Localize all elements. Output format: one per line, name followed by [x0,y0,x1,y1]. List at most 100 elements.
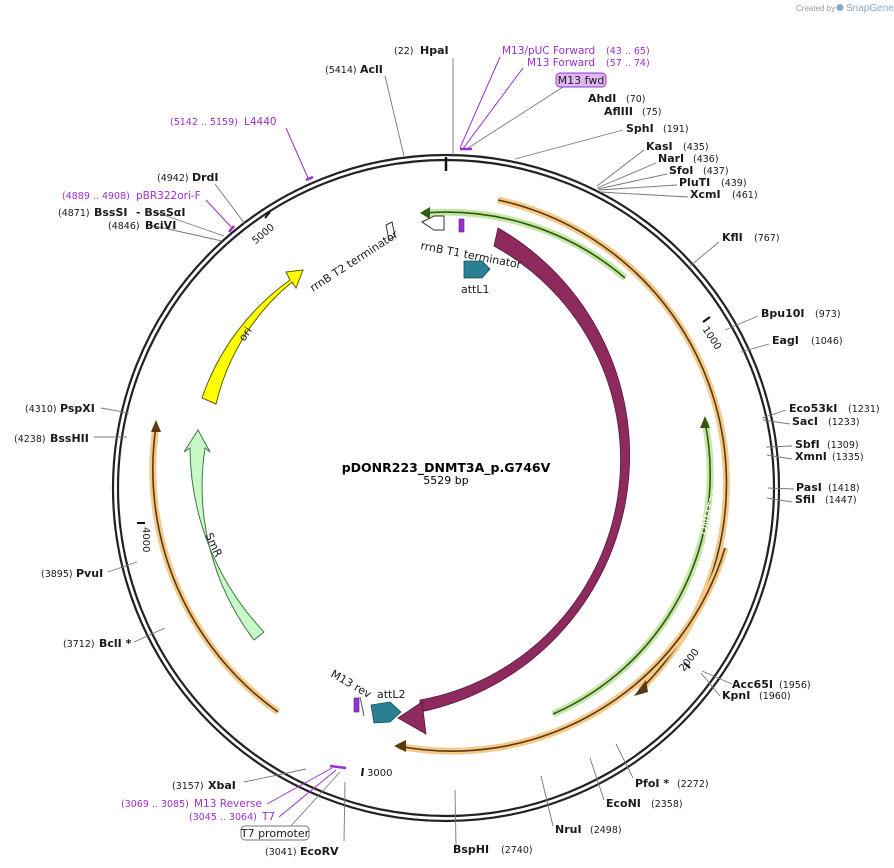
orf-left-arrowhead [151,420,161,432]
drdi-pos: (4942) [157,173,189,184]
rrnb-t2-label: rrnB T2 terminator [308,228,401,295]
rrnb-t2-feature[interactable] [385,221,396,241]
bsssai-site[interactable]: - BssSαI [136,206,185,219]
orf-outer-arrowhead [634,680,648,696]
nari-site[interactable]: NarI [658,152,684,165]
xbai-site[interactable]: XbaI [208,779,236,792]
drdi-site[interactable]: DrdI [192,171,219,184]
bcli-site[interactable]: BclI * [99,637,132,650]
econi-pos: (2358) [651,799,683,810]
xmni-pos: (1335) [832,452,864,463]
primer-marks [228,147,472,770]
t7-primer[interactable]: T7 [261,811,275,823]
sfoi-pos: (437) [703,166,729,177]
sfii-site[interactable]: SfiI [795,493,815,506]
m13rev-primer[interactable]: M13 Reverse [194,798,262,810]
kfli-pos: (767) [754,233,780,244]
orf-left-arc[interactable] [152,425,279,713]
hpai-pos: (22) [394,46,414,57]
xmni-site[interactable]: XmnI [795,450,827,463]
afliii-pos: (75) [642,107,662,118]
tick-2000-label: 2000 [677,647,701,674]
orf-green-top-arrowhead [420,207,430,219]
m13-fwd-box[interactable] [555,72,607,88]
snapgene-logo-text[interactable]: SnapGene [846,3,894,14]
primer-labels: M13/pUC Forward (43 .. 65) M13 Forward (… [62,45,650,841]
xcmi-site[interactable]: XcmI [690,188,721,201]
attl1-feature[interactable] [463,260,491,279]
t7-promoter-box[interactable] [240,825,310,841]
sfoi-site[interactable]: SfoI [669,164,693,177]
econi-site[interactable]: EcoNI [606,797,641,810]
pasi-pos: (1418) [828,483,860,494]
tick-4000-label: 4000 [140,527,151,552]
leader-lines [94,58,795,847]
hpai-site[interactable]: HpaI [420,44,449,57]
acli-site[interactable]: AclI [360,63,383,76]
attl2-feature[interactable] [370,701,402,724]
bsshii-pos: (4238) [14,434,46,445]
eagi-site[interactable]: EagI [772,334,799,347]
sphi-site[interactable]: SphI [626,122,654,135]
backbone-inner-ring [116,158,776,818]
l4440-primer[interactable]: L4440 [244,116,277,128]
orf-green-top-arc[interactable] [423,211,626,279]
kfli-site[interactable]: KflI [722,231,743,244]
nrui-pos: (2498) [590,825,622,836]
nrui-site[interactable]: NruI [555,823,582,836]
bsphi-pos: (2740) [501,845,533,856]
acc65i-pos: (1956) [779,680,811,691]
acli-pos: (5414) [325,65,357,76]
bsssi-pos: (4871) [58,208,90,219]
m13-fwd-box-label: M13 fwd [558,74,605,87]
bcivi-pos: (4846) [108,221,140,232]
xbai-pos: (3157) [172,781,204,792]
m13puc-primer[interactable]: M13/pUC Forward [502,45,595,57]
rrnb-t1-feature[interactable] [421,215,445,231]
tick-2000-mark [683,662,691,669]
smr-feature[interactable] [183,429,265,641]
m13puc-pos: (43 .. 65) [606,46,650,57]
pluti-site[interactable]: PluTI [679,176,710,189]
bsphi-site[interactable]: BspHI [453,843,489,856]
pbr322-primer[interactable]: pBR322ori-F [136,190,201,202]
pvui-pos: (3895) [41,569,73,580]
pspxi-pos: (4310) [25,404,57,415]
kpni-pos: (1960) [759,691,791,702]
pfoi-site[interactable]: PfoI * [635,777,669,790]
m13rev-pos: (3069 .. 3085) [121,799,189,810]
ecorv-site[interactable]: EcoRV [300,845,339,858]
orf-lower-arc[interactable] [397,547,726,752]
ahdi-site[interactable]: AhdI [588,92,616,105]
m13fwd-pos: (57 .. 74) [606,58,650,69]
pasi-site[interactable]: PasI [796,481,822,494]
sfii-pos: (1447) [825,495,857,506]
kasi-site[interactable]: KasI [646,140,673,153]
pspxi-site[interactable]: PspXI [60,402,95,415]
pvui-site[interactable]: PvuI [76,567,103,580]
m13fwd-primer[interactable]: M13 Forward [527,57,595,69]
bpu10i-site[interactable]: Bpu10I [761,307,805,320]
ori-feature[interactable] [201,269,304,405]
sbfi-site[interactable]: SbfI [795,438,820,451]
pbr322-pos: (4889 .. 4908) [62,191,130,202]
bsshii-site[interactable]: BssHII [50,432,89,445]
tick-5000-label: 5000 [250,222,277,247]
eco53ki-site[interactable]: Eco53kI [789,402,837,415]
afliii-site[interactable]: AflIII [604,105,633,118]
ecorv-pos: (3041) [265,847,297,858]
saci-site[interactable]: SacI [792,415,818,428]
m13-rev-line [359,696,365,717]
orf-green-right-arc[interactable] [552,421,711,715]
enzyme-labels: (22) HpaI (5414) AclI AhdI (70) AflIII (… [14,44,880,858]
xcmi-pos: (461) [732,190,758,201]
snapgene-logo-icon [836,4,844,11]
nari-pos: (436) [693,154,719,165]
kpni-site[interactable]: KpnI [722,689,750,702]
bsssi-site[interactable]: BssSI [94,206,128,219]
acc65i-site[interactable]: Acc65I [732,678,773,691]
plasmid-size: 5529 bp [423,474,468,487]
bcivi-site[interactable]: BciVI [145,219,176,232]
rrnb-t1-primer-mark [458,218,465,233]
